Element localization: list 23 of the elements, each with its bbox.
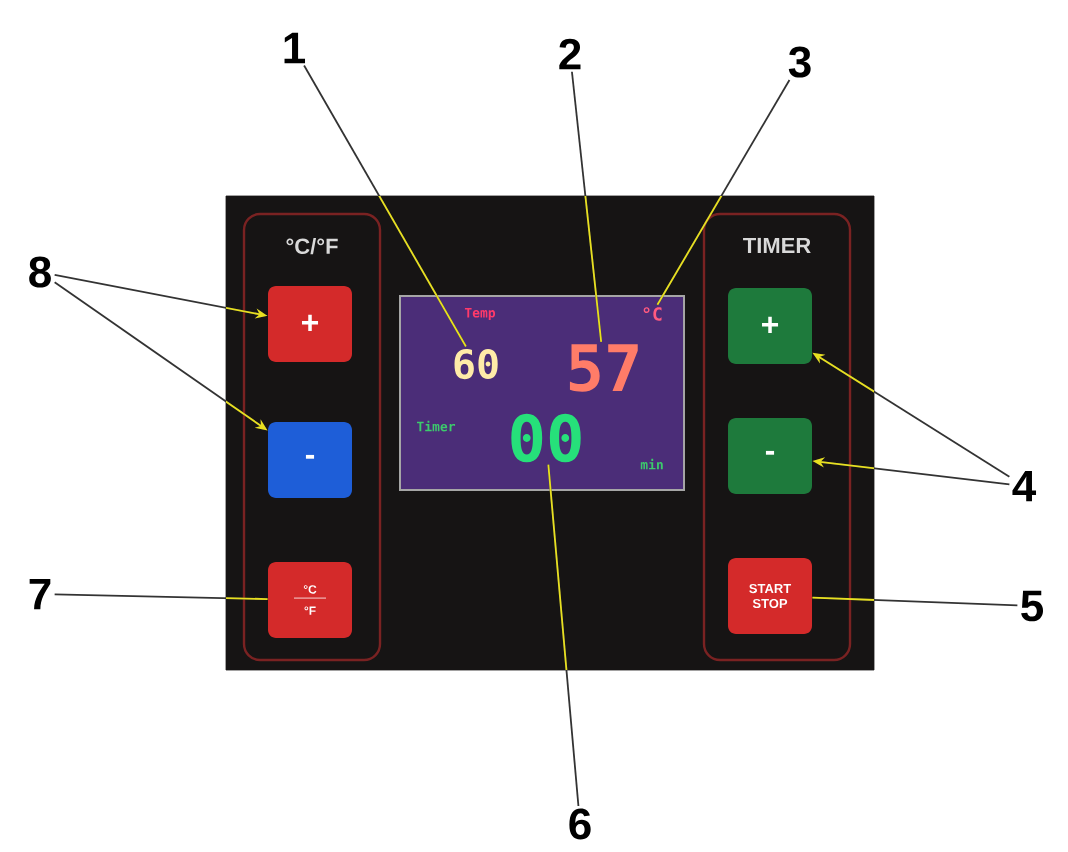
leader-line: [53, 593, 269, 600]
leader-line: [656, 79, 791, 306]
display-reading: °C: [643, 307, 662, 321]
button: -: [728, 418, 812, 494]
display-reading: 57: [569, 344, 638, 392]
callout-number: 2: [559, 38, 581, 70]
callout-number: 3: [788, 46, 811, 78]
callout-number: 5: [1021, 590, 1043, 622]
callout-number: 8: [29, 256, 51, 288]
callout-number: 7: [29, 578, 51, 610]
display-screen: [399, 295, 685, 491]
button: +: [268, 286, 352, 362]
callout-number: 1: [284, 32, 305, 64]
button: +: [728, 288, 812, 364]
callout-number: 6: [569, 808, 591, 840]
button: -: [268, 422, 352, 498]
display-reading: 60: [454, 348, 498, 380]
leader-line: [547, 463, 580, 807]
leader-line: [571, 70, 603, 343]
leader-line: [811, 596, 1019, 607]
display-reading: 00: [511, 413, 581, 463]
leader-line: [303, 64, 467, 348]
callout-number: 4: [1012, 470, 1037, 502]
